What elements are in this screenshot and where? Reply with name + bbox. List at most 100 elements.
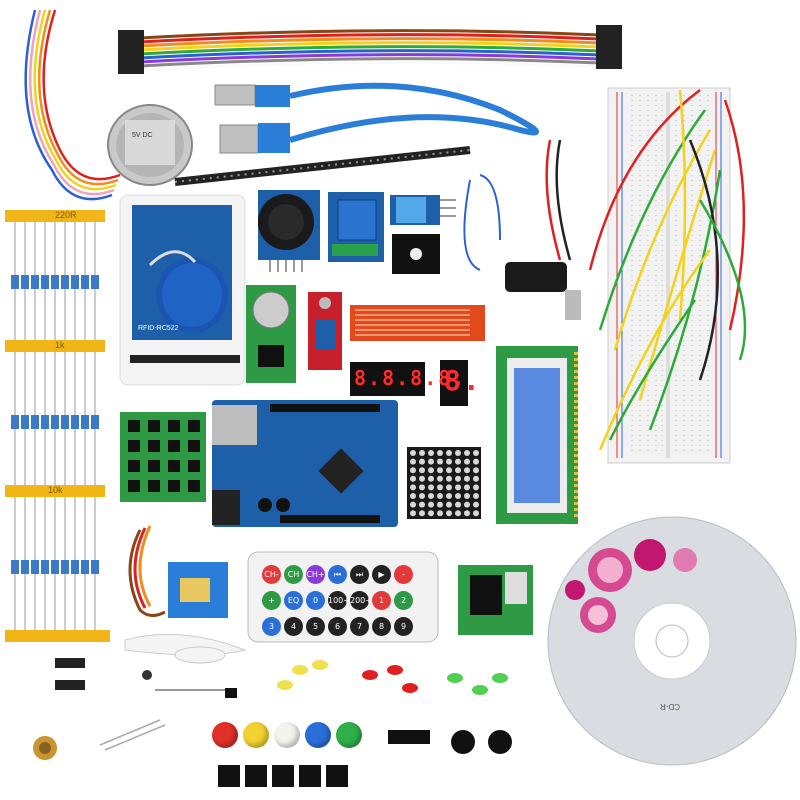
button-cap <box>274 722 300 748</box>
matrix-dot <box>419 510 425 517</box>
matrix-dot <box>437 510 443 517</box>
remote-button: - <box>394 565 413 584</box>
remote-button: 5 <box>306 617 325 636</box>
matrix-dot <box>437 493 443 499</box>
remote-button: 3 <box>262 617 281 636</box>
matrix-dot <box>455 510 461 517</box>
breadboard <box>607 87 731 464</box>
matrix-dot <box>464 450 470 456</box>
servo-motor <box>128 525 228 618</box>
led-matrix <box>407 447 481 519</box>
small-components <box>33 658 512 787</box>
matrix-dot <box>410 484 416 491</box>
matrix-dot <box>473 450 479 456</box>
matrix-dot <box>419 493 425 499</box>
matrix-dot <box>455 467 461 474</box>
stepper-driver <box>458 565 533 635</box>
matrix-dot <box>410 450 416 456</box>
matrix-dot <box>437 475 443 482</box>
resistor-tag-1k: 1k <box>55 340 65 350</box>
button-cap <box>212 722 238 748</box>
rfid-board-text: RFID-RC522 <box>138 325 179 332</box>
matrix-dot <box>446 450 452 456</box>
remote-button: 6 <box>328 617 347 636</box>
matrix-dot <box>428 484 434 491</box>
remote-button: 2 <box>394 591 413 610</box>
matrix-dot <box>446 501 452 508</box>
rtc-module <box>246 285 296 383</box>
remote-button: 4 <box>284 617 303 636</box>
matrix-dot <box>437 467 443 474</box>
uno-board <box>212 400 398 527</box>
matrix-dot <box>473 501 479 508</box>
matrix-dot <box>464 493 470 499</box>
matrix-dot <box>410 510 416 517</box>
matrix-dot <box>455 493 461 499</box>
button-cap <box>243 722 269 748</box>
matrix-dot <box>428 475 434 482</box>
remote-button: 1 <box>372 591 391 610</box>
matrix-dot <box>464 510 470 517</box>
remote-button: + <box>262 591 281 610</box>
water-sensor <box>350 305 485 341</box>
matrix-dot <box>437 450 443 456</box>
matrix-dot <box>473 475 479 482</box>
matrix-dot <box>464 484 470 491</box>
matrix-dot <box>446 493 452 499</box>
remote-button: EQ <box>284 591 303 610</box>
matrix-dot <box>473 493 479 499</box>
remote-button: ⏮ <box>328 565 347 584</box>
matrix-dot <box>455 475 461 482</box>
matrix-dot <box>419 450 425 456</box>
usb-cable <box>214 82 539 154</box>
lcd-1602 <box>496 346 578 524</box>
matrix-dot <box>464 475 470 482</box>
matrix-dot <box>446 484 452 491</box>
remote-button: CH+ <box>306 565 325 584</box>
remote-button: 0 <box>306 591 325 610</box>
matrix-dot <box>464 467 470 474</box>
button-cap <box>336 722 362 748</box>
matrix-dot <box>446 510 452 517</box>
matrix-dot <box>419 467 425 474</box>
matrix-dot <box>455 501 461 508</box>
matrix-dot <box>446 458 452 465</box>
matrix-dot <box>464 501 470 508</box>
matrix-dot <box>437 484 443 491</box>
remote-button: 8 <box>372 617 391 636</box>
remote-button: ⏭ <box>350 565 369 584</box>
remote-button: CH <box>284 565 303 584</box>
matrix-dot <box>419 475 425 482</box>
matrix-dot <box>419 458 425 465</box>
matrix-dot <box>410 501 416 508</box>
matrix-dot <box>410 475 416 482</box>
matrix-dot <box>428 493 434 499</box>
keypad-module <box>120 412 206 502</box>
matrix-dot <box>473 510 479 517</box>
seven-seg-bodies <box>350 360 468 406</box>
ribbon-cable <box>118 25 622 74</box>
relay-module <box>328 192 384 262</box>
resistor-tag-220: 220R <box>55 210 77 220</box>
matrix-dot <box>455 484 461 491</box>
matrix-dot <box>473 467 479 474</box>
four-digit-display: 8.8.8.8. <box>354 366 467 390</box>
matrix-dot <box>464 458 470 465</box>
matrix-dot <box>428 458 434 465</box>
matrix-dot <box>473 484 479 491</box>
matrix-dot <box>455 450 461 456</box>
matrix-dot <box>437 501 443 508</box>
matrix-dot <box>428 467 434 474</box>
matrix-dot <box>428 501 434 508</box>
matrix-dot <box>410 493 416 499</box>
matrix-dot <box>437 458 443 465</box>
remote-button: 200+ <box>350 591 372 610</box>
matrix-dot <box>428 450 434 456</box>
matrix-dot <box>419 501 425 508</box>
remote-button: 100+ <box>328 591 350 610</box>
rfid-module <box>119 194 246 386</box>
matrix-dot <box>446 467 452 474</box>
sound-sensor <box>308 292 342 370</box>
rose-artwork <box>565 539 697 633</box>
